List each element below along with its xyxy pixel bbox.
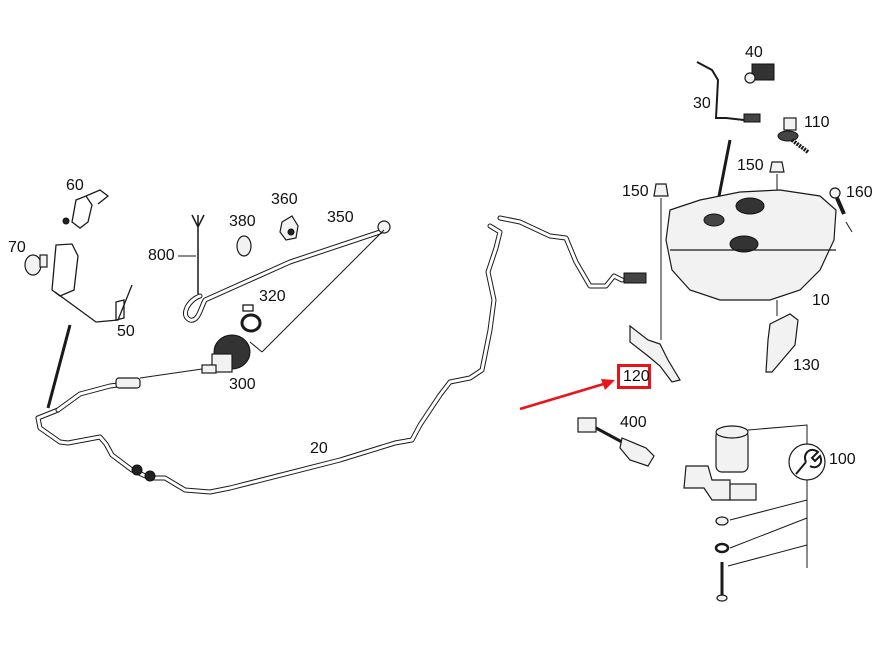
- label-part-350[interactable]: 350: [327, 209, 354, 226]
- label-part-320[interactable]: 320: [259, 288, 286, 305]
- label-part-110[interactable]: 110: [804, 114, 830, 131]
- part-150-nut-left: [653, 183, 669, 340]
- label-part-160[interactable]: 160: [846, 184, 873, 201]
- part-60-holder: [62, 189, 110, 229]
- label-part-40[interactable]: 40: [745, 44, 763, 61]
- highlight-arrow: [519, 379, 615, 411]
- label-part-300[interactable]: 300: [229, 376, 256, 393]
- part-10-fuel-tank: [665, 189, 837, 316]
- wrench-icon: [788, 443, 826, 481]
- part-100-pump-assembly: [683, 424, 826, 602]
- part-130-bracket: [765, 313, 799, 373]
- part-360-clip: [279, 215, 299, 241]
- label-part-30[interactable]: 30: [693, 95, 711, 112]
- label-part-800[interactable]: 800: [148, 247, 175, 264]
- part-300-filter: [139, 334, 251, 379]
- label-part-150-left[interactable]: 150: [622, 183, 649, 200]
- part-400-adapter-cable: [577, 417, 655, 467]
- part-150-nut-right: [769, 161, 785, 190]
- part-70-screw: [24, 254, 48, 276]
- label-part-50[interactable]: 50: [117, 323, 135, 340]
- highlight-box-part-120: [617, 364, 651, 389]
- label-part-360[interactable]: 360: [271, 191, 298, 208]
- label-part-130[interactable]: 130: [793, 357, 820, 374]
- part-120-bracket: [629, 324, 681, 383]
- part-800-cable-tie: [178, 214, 205, 294]
- label-part-400[interactable]: 400: [620, 414, 647, 431]
- label-part-100[interactable]: 100: [829, 451, 856, 468]
- part-320-clamp: [240, 304, 262, 333]
- part-50-bracket: [51, 243, 133, 323]
- label-part-10[interactable]: 10: [812, 292, 830, 309]
- part-160-bolt: [829, 187, 853, 233]
- label-part-20[interactable]: 20: [310, 440, 328, 457]
- label-part-380[interactable]: 380: [229, 213, 256, 230]
- label-part-70[interactable]: 70: [8, 239, 26, 256]
- part-20-fuel-line: [35, 215, 647, 495]
- label-part-120[interactable]: 120: [623, 368, 650, 385]
- part-110-sensor: [777, 117, 810, 154]
- part-380-grommet: [236, 235, 252, 257]
- part-40-connector: [744, 63, 775, 84]
- label-part-150-right[interactable]: 150: [737, 157, 764, 174]
- label-part-60[interactable]: 60: [66, 177, 84, 194]
- part-350-vent-line: [183, 220, 391, 353]
